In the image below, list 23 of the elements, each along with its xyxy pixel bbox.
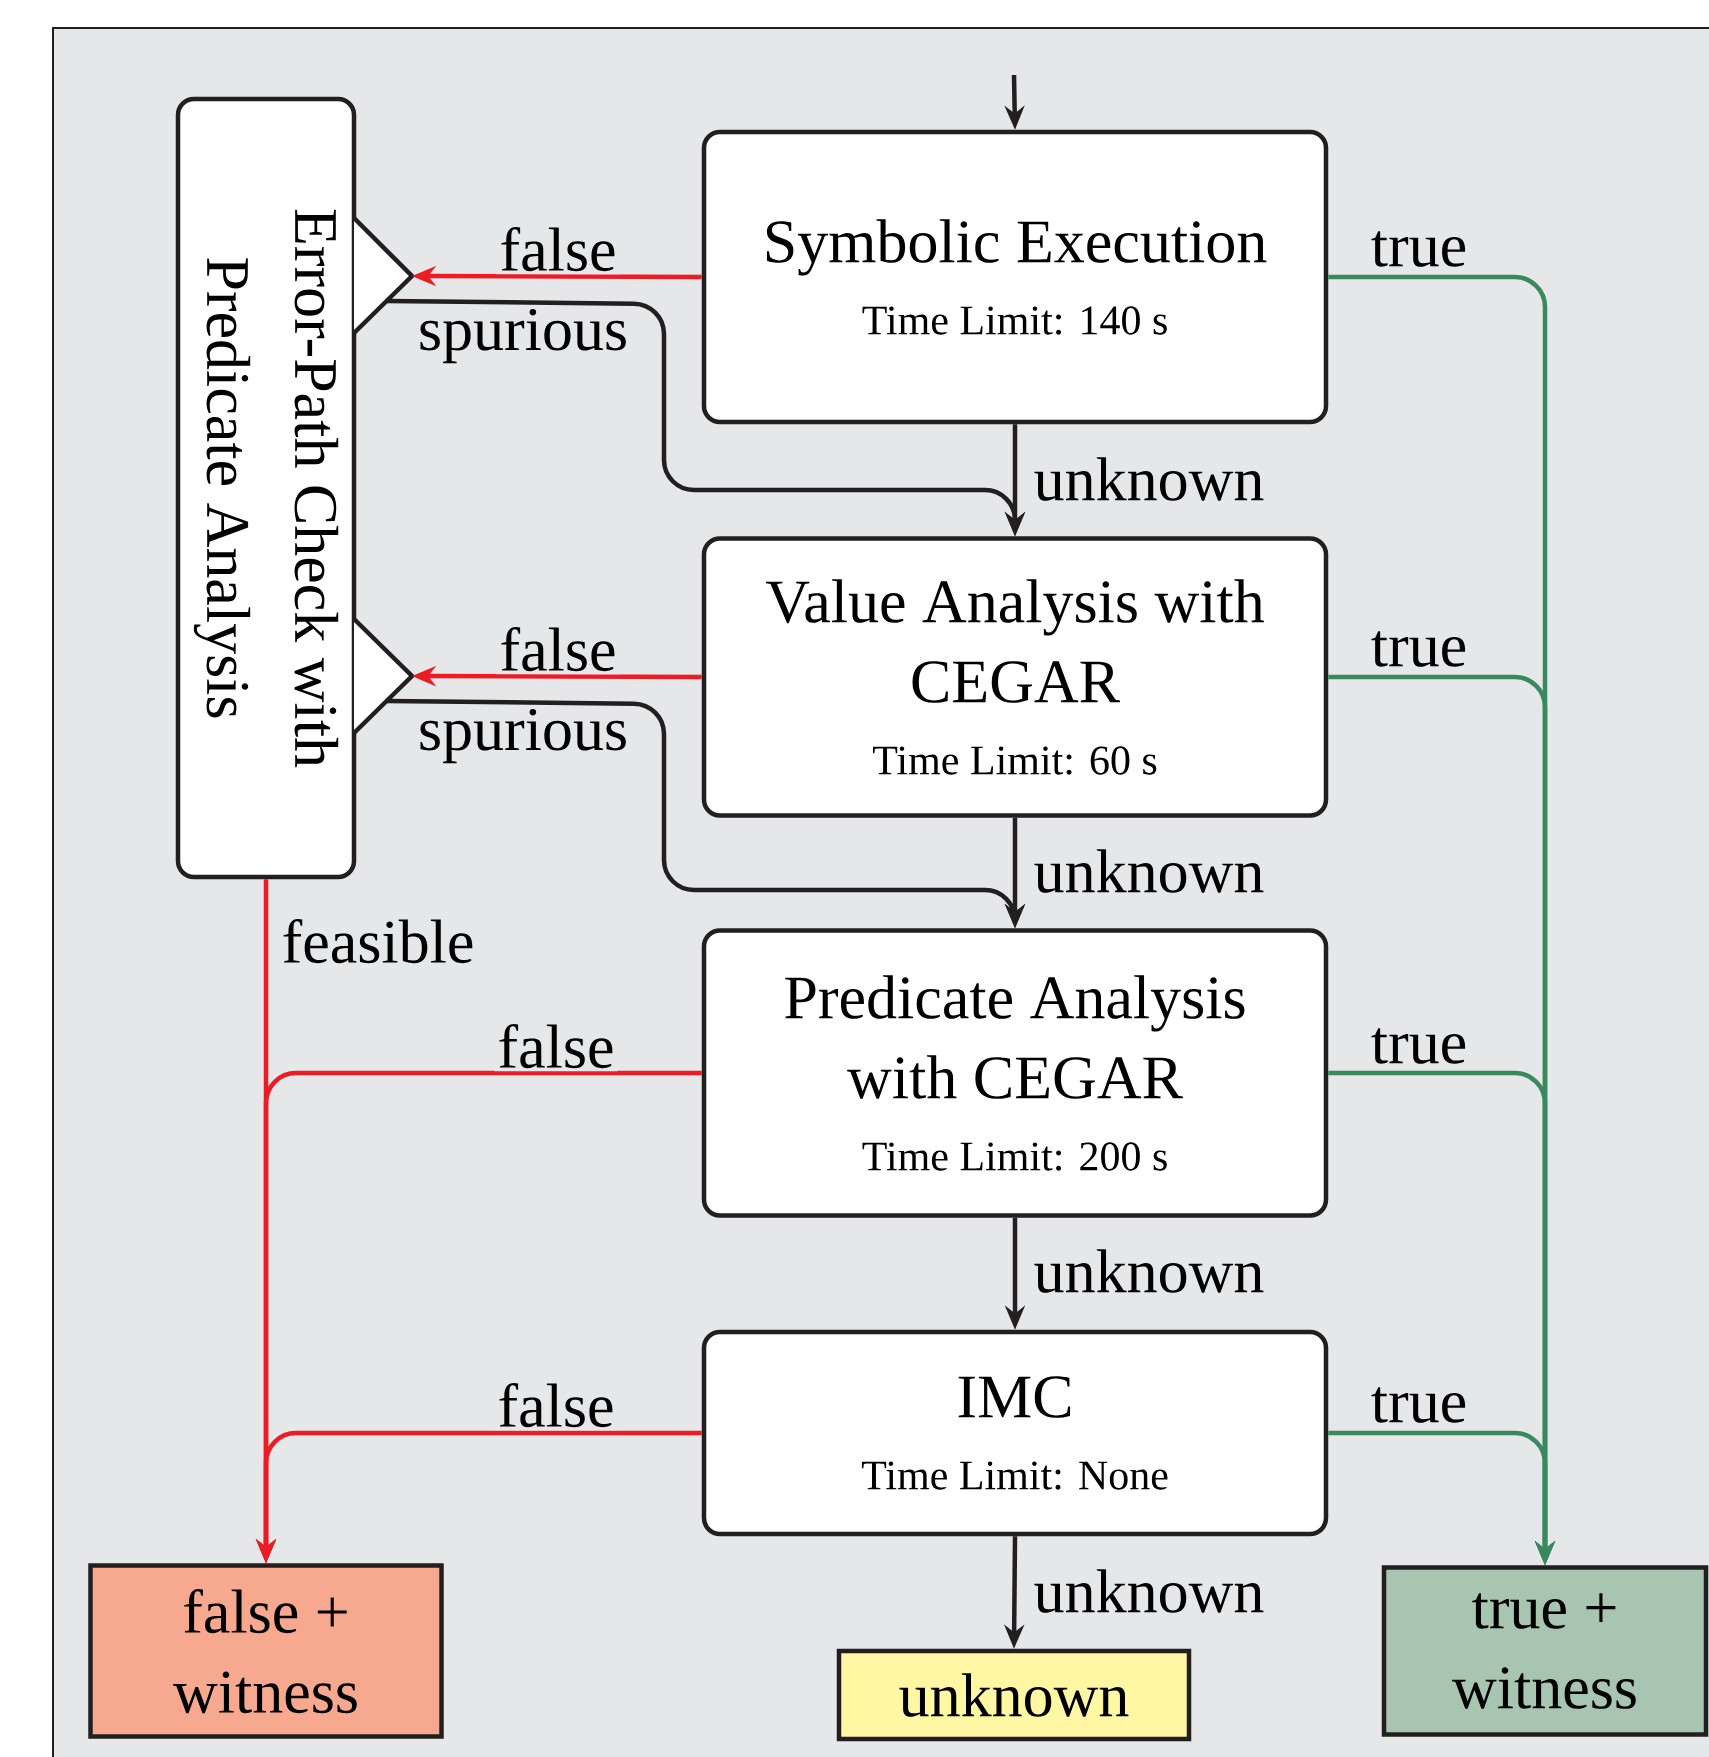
edge-label: unknown (1030, 1246, 1268, 1296)
process-box: Symbolic Execution Time Limit: 140 s (701, 129, 1329, 425)
edge-label: false (494, 1379, 618, 1431)
edge-label: false (496, 223, 620, 275)
edge-label: spurious (414, 305, 632, 367)
edge-label: spurious (414, 705, 632, 767)
edge-label: true (1367, 228, 1471, 270)
edge-label: false (494, 1020, 618, 1072)
result-box: unknown (836, 1648, 1192, 1742)
edge-label: unknown (1030, 454, 1268, 504)
edge-label: true (1367, 1025, 1471, 1067)
result-box: true + witness (1381, 1565, 1709, 1737)
result-box: false + witness (88, 1563, 444, 1739)
edge-label: unknown (1030, 1566, 1268, 1616)
process-box: Value Analysis with CEGAR Time Limit: 60 s (701, 536, 1329, 818)
edge-label: feasible (278, 915, 478, 967)
check-box: Error-Path Check with Predicate Analysis (175, 96, 416, 880)
edge-label: false (496, 623, 620, 675)
edge-label: true (1367, 1384, 1471, 1426)
edge-label: unknown (1030, 846, 1268, 896)
process-box: IMC Time Limit: None (701, 1329, 1329, 1537)
process-box: Predicate Analysis with CEGAR Time Limit: 200 s (701, 928, 1329, 1218)
edge-label: true (1367, 628, 1471, 670)
